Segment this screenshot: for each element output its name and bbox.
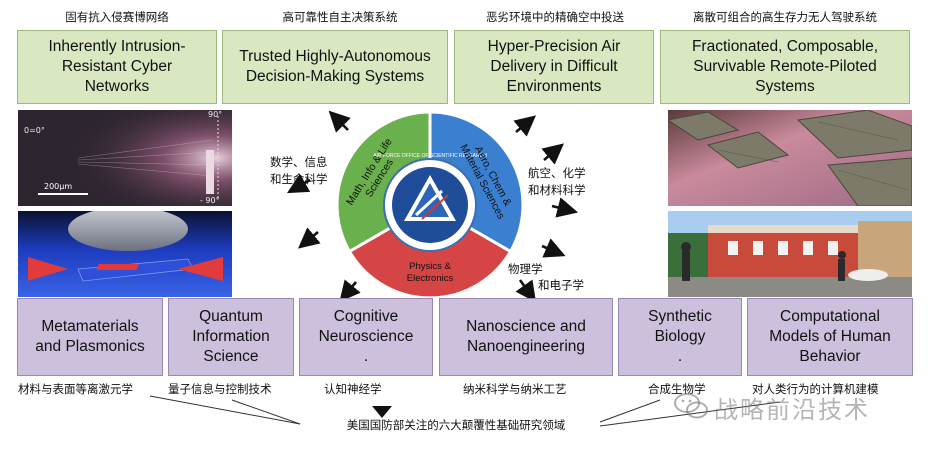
wheel-label-physics-line1: Physics & xyxy=(409,261,451,272)
topic-box-cognitive: Cognitive Neuroscience . xyxy=(299,298,433,376)
top-caption-1: 固有抗入侵赛博网络 xyxy=(65,10,169,24)
arrow-ne xyxy=(541,143,564,165)
topic-box-remote-piloted: Fractionated, Composable, Survivable Rem… xyxy=(660,30,910,104)
photo-fractionated-graphic xyxy=(668,110,912,206)
tick-mid-label: 0=0° xyxy=(24,126,45,135)
arrow-se xyxy=(541,238,566,258)
photo-plasmonic-beam-graphic xyxy=(18,110,232,206)
side-label-phys-2: 和电子学 xyxy=(538,278,584,292)
top-caption-4: 离散可组合的高生存力无人驾驶系统 xyxy=(693,10,877,24)
watermark-text: 战略前沿技术 xyxy=(714,396,870,424)
topic-box-quantum: Quantum Information Science xyxy=(168,298,294,376)
arrows xyxy=(286,110,579,303)
arrow-e xyxy=(551,197,579,218)
top-caption-2: 高可靠性自主决策系统 xyxy=(282,10,398,24)
topic-box-nanoscience: Nanoscience and Nanoengineering xyxy=(439,298,613,376)
tick-top-label: 90° xyxy=(208,110,223,119)
bottom-caption-5: 合成生物学 xyxy=(648,382,706,396)
footer-connectors xyxy=(149,395,781,427)
arrow-sw xyxy=(298,227,321,249)
topic-box-synthetic-biology: Synthetic Biology . xyxy=(618,298,742,376)
arrow-sw-bottom xyxy=(339,279,361,302)
side-label-aero-2: 和材料科学 xyxy=(528,183,586,197)
arrow-s xyxy=(515,279,537,303)
research-wheel: AIR FORCE OFFICE OF SCIENTIFIC RESEARCH … xyxy=(335,110,525,300)
bottom-caption-2: 量子信息与控制技术 xyxy=(168,382,272,396)
top-caption-3: 恶劣环境中的精确空中投送 xyxy=(486,10,624,24)
bottom-caption-3: 认知神经学 xyxy=(324,382,382,396)
photo-metamaterial-render xyxy=(18,211,232,297)
wheel-label-physics-line2: Electronics xyxy=(407,273,454,284)
topic-box-metamaterials: Metamaterials and Plasmonics xyxy=(17,298,163,376)
wechat-icon xyxy=(674,392,708,420)
bottom-caption-6: 对人类行为的计算机建模 xyxy=(752,382,879,396)
side-label-math-1: 数学、信息 xyxy=(270,155,328,169)
topic-box-computational-models: Computational Models of Human Behavior xyxy=(747,298,913,376)
side-label-aero-1: 航空、化学 xyxy=(528,166,586,180)
topic-box-cyber-networks: Inherently Intrusion- Resistant Cyber Ne… xyxy=(17,30,217,104)
tick-bottom-label: - 90° xyxy=(200,196,220,205)
seal-text: AIR FORCE OFFICE OF SCIENTIFIC RESEARCH xyxy=(373,153,487,159)
footer-title: 美国国防部关注的六大颠覆性基础研究领域 xyxy=(346,418,566,432)
bottom-caption-1: 材料与表面等离激元学 xyxy=(18,382,133,396)
side-label-phys-1: 物理学 xyxy=(508,262,543,276)
photo-street-graphic xyxy=(668,211,912,297)
photo-fractionated-system xyxy=(668,110,912,206)
photo-metamaterial-graphic xyxy=(18,211,232,297)
arrow-ne-top xyxy=(513,115,536,137)
photo-plasmonic-beam: 90° 0=0° - 90° 200μm xyxy=(18,110,232,206)
side-label-math-2: 和生命科学 xyxy=(270,172,328,186)
arrow-w xyxy=(286,173,311,194)
scale-bar-label: 200μm xyxy=(44,182,73,191)
bottom-caption-4: 纳米科学与纳米工艺 xyxy=(463,382,567,396)
topic-box-autonomous-systems: Trusted Highly-Autonomous Decision-Makin… xyxy=(222,30,448,104)
topic-box-air-delivery: Hyper-Precision Air Delivery in Difficul… xyxy=(454,30,654,104)
footer-down-arrow xyxy=(372,406,392,418)
arrow-nw-top xyxy=(328,110,351,133)
photo-street-scene xyxy=(668,211,912,297)
